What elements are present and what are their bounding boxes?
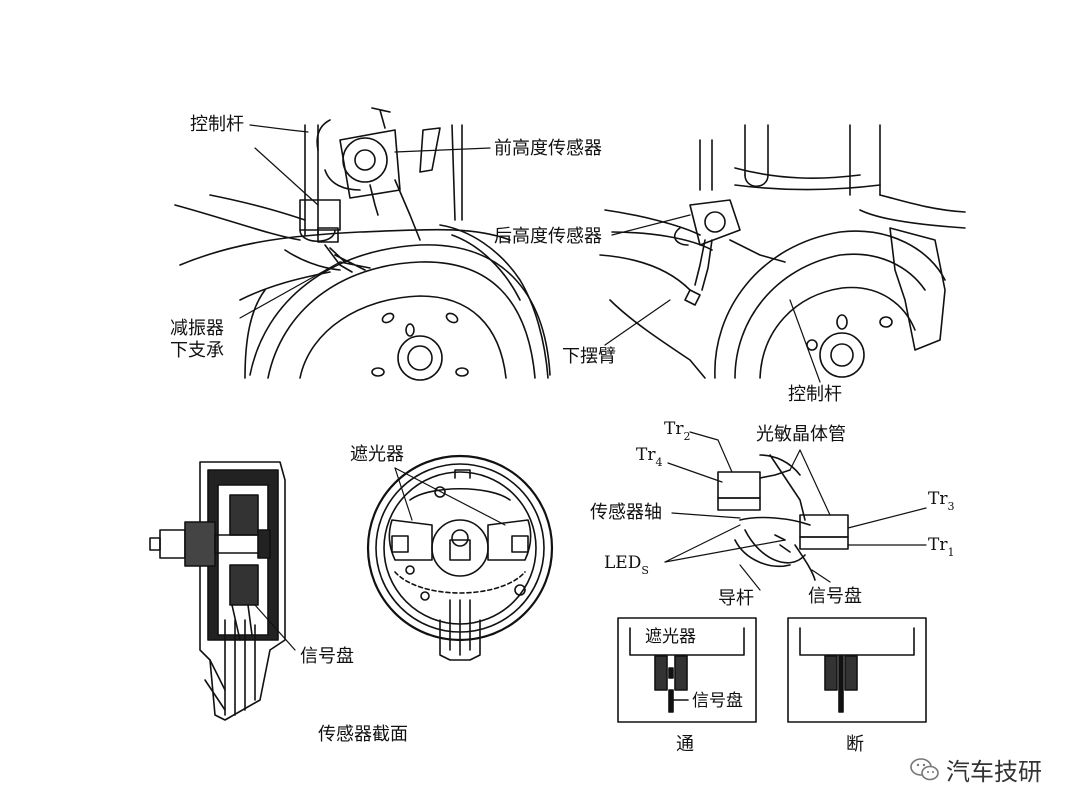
label-guide-rod: 导杆 (718, 588, 754, 609)
section-leader-lines (254, 604, 296, 651)
label-front-height-sensor: 前高度传感器 (494, 138, 602, 159)
label-shutter: 遮光器 (350, 444, 404, 465)
wechat-icon (910, 757, 939, 780)
watermark-text: 汽车技研 (946, 758, 1042, 786)
shutter-leader-lines (394, 467, 506, 526)
sensor-section-drawing (149, 461, 286, 721)
label-box-shutter: 遮光器 (645, 627, 696, 647)
label-rear-height-sensor: 后高度传感器 (494, 226, 602, 247)
label-tr2: Tr2 (664, 419, 691, 443)
watermark: 汽车技研 (910, 752, 1042, 787)
label-leds: LEDS (604, 553, 649, 577)
label-tr3: Tr3 (928, 489, 955, 513)
rear-suspension-drawing (599, 124, 966, 379)
label-state-on: 通 (676, 734, 694, 755)
photo-leader-lines (664, 431, 927, 591)
front-leader-lines (239, 124, 491, 319)
label-signal-disc-section: 信号盘 (300, 646, 354, 667)
label-sensor-shaft: 传感器轴 (590, 502, 662, 523)
label-signal-disc-photo: 信号盘 (808, 586, 862, 607)
label-control-rod-rear: 控制杆 (788, 384, 842, 405)
sensor-front-view (366, 454, 554, 661)
label-sensor-section: 传感器截面 (318, 724, 408, 745)
rear-leader-lines (604, 214, 821, 383)
state-off-box (787, 617, 927, 723)
label-control-rod-front: 控制杆 (190, 114, 244, 135)
front-suspension-drawing (174, 107, 551, 381)
label-phototransistor: 光敏晶体管 (756, 424, 846, 445)
label-box-signal-disc: 信号盘 (692, 691, 743, 711)
label-lower-arm: 下摆臂 (562, 346, 616, 367)
state-on-box (617, 617, 757, 723)
photointerrupter-drawing (717, 454, 849, 581)
label-state-off: 断 (846, 734, 864, 755)
label-tr1: Tr1 (928, 535, 955, 559)
label-shock-lower-mount-1: 减振器 (170, 318, 224, 339)
label-shock-lower-mount-2: 下支承 (170, 340, 224, 361)
label-tr4: Tr4 (636, 445, 663, 469)
